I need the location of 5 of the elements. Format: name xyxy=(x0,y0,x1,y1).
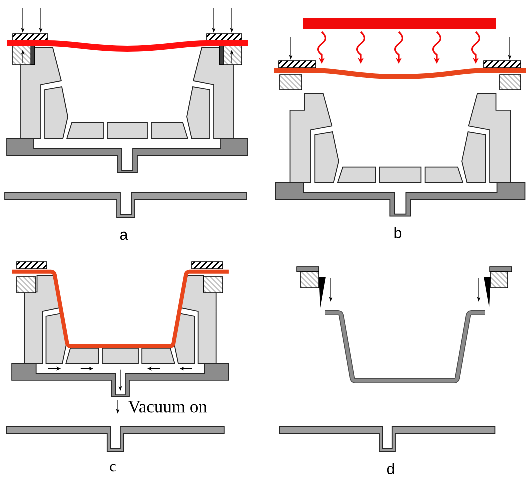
panel-letter: a xyxy=(120,232,128,240)
panel-letter: d xyxy=(387,463,394,474)
panel-letter: b xyxy=(394,227,402,238)
annotation-text: Vacuum on xyxy=(128,401,208,413)
panel-letter: c xyxy=(110,464,116,472)
